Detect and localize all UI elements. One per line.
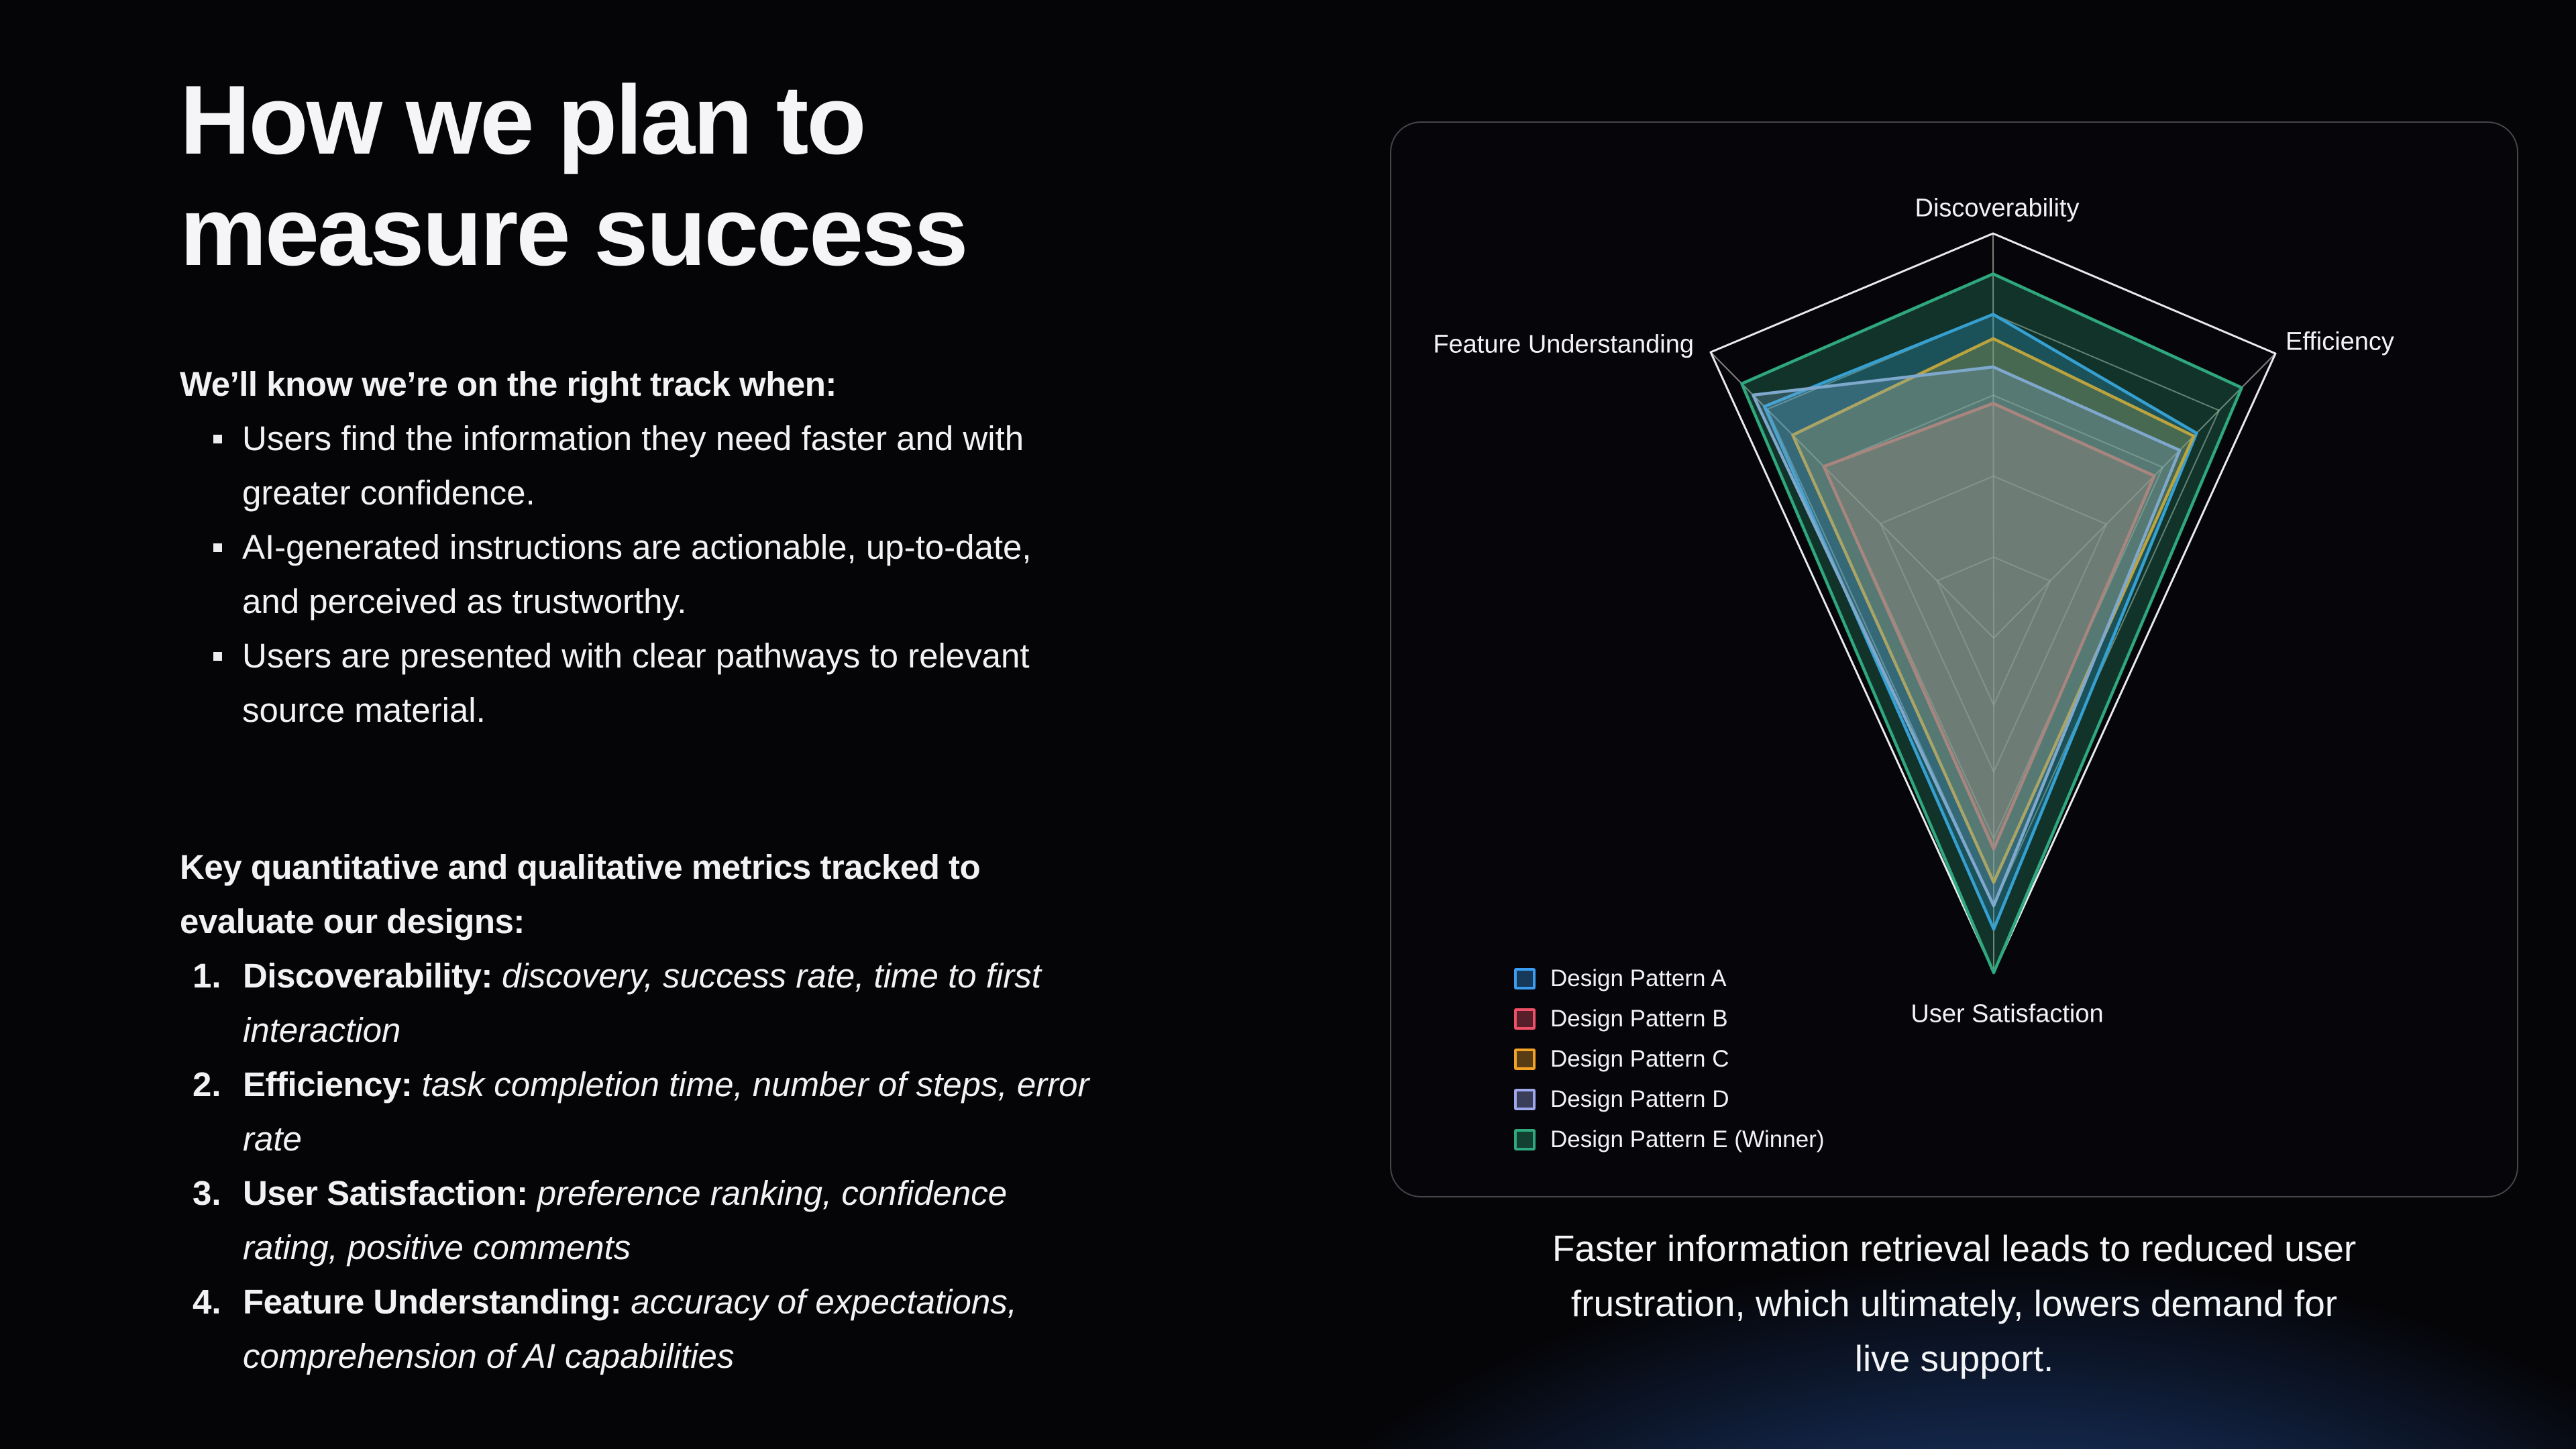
legend-item: Design Pattern B xyxy=(1514,999,1824,1039)
page-title: How we plan to measure success xyxy=(180,64,969,287)
legend-item: Design Pattern A xyxy=(1514,959,1824,999)
legend-label: Design Pattern B xyxy=(1550,1006,1728,1032)
bullet-text: Users are presented with clear pathways … xyxy=(242,637,1030,729)
radar-chart xyxy=(1709,232,2277,975)
item-number: 3. xyxy=(193,1174,221,1212)
legend-swatch-icon xyxy=(1514,1008,1536,1030)
legend-item: Design Pattern D xyxy=(1514,1079,1824,1120)
metric-name: User Satisfaction: xyxy=(243,1174,528,1212)
series-polygon-design-pattern-e-winner- xyxy=(1740,272,2243,975)
legend-swatch-icon xyxy=(1514,1129,1536,1150)
list-item: Users are presented with clear pathways … xyxy=(180,629,1119,737)
metrics-heading: Key quantitative and qualitative metrics… xyxy=(180,848,981,941)
metric-desc: accuracy of expectations, comprehension … xyxy=(243,1283,1017,1375)
legend-swatch-icon xyxy=(1514,1089,1536,1110)
axis-label-efficiency: Efficiency xyxy=(2286,327,2394,356)
bullet-square-icon xyxy=(213,435,222,443)
list-item: 2. Efficiency: task completion time, num… xyxy=(180,1057,1119,1166)
list-item: 1. Discoverability: discovery, success r… xyxy=(180,949,1119,1057)
item-text: Discoverability: discovery, success rate… xyxy=(243,949,1108,1057)
radar-chart-card: Discoverability Efficiency User Satisfac… xyxy=(1390,121,2518,1197)
axis-line xyxy=(1710,352,1994,639)
legend-swatch-icon xyxy=(1514,968,1536,989)
metric-name: Feature Understanding: xyxy=(243,1283,622,1321)
item-text: Feature Understanding: accuracy of expec… xyxy=(243,1275,1108,1383)
bullet-square-icon xyxy=(213,652,222,661)
legend-label: Design Pattern A xyxy=(1550,965,1727,991)
success-criteria-heading: We’ll know we’re on the right track when… xyxy=(180,365,837,403)
grid-ring xyxy=(1936,556,2051,707)
metric-desc: preference ranking, confidence rating, p… xyxy=(243,1174,1008,1267)
item-number: 2. xyxy=(193,1065,221,1104)
axis-label-user-satisfaction: User Satisfaction xyxy=(1911,1000,2104,1028)
bullet-square-icon xyxy=(213,543,222,552)
item-text: Efficiency: task completion time, number… xyxy=(243,1057,1108,1166)
list-item: AI-generated instructions are actionable… xyxy=(180,520,1119,629)
grid-ring xyxy=(1823,394,2164,841)
legend-swatch-icon xyxy=(1514,1049,1536,1070)
metric-desc: discovery, success rate, time to first i… xyxy=(243,957,1041,1049)
metric-name: Efficiency: xyxy=(243,1065,413,1104)
success-criteria-section: We’ll know we’re on the right track when… xyxy=(180,357,1119,737)
chart-legend: Design Pattern A Design Pattern B Design… xyxy=(1514,959,1824,1160)
grid-ring xyxy=(1879,475,2108,774)
legend-label: Design Pattern C xyxy=(1550,1046,1729,1072)
metric-name: Discoverability: xyxy=(243,957,492,995)
item-number: 1. xyxy=(193,957,221,995)
axis-line xyxy=(1993,353,2276,639)
page-title-line-1: How we plan to xyxy=(180,65,867,174)
legend-label: Design Pattern D xyxy=(1550,1086,1729,1112)
series-polygon-design-pattern-a xyxy=(1762,313,2198,931)
metrics-section: Key quantitative and qualitative metrics… xyxy=(180,840,1119,1383)
axis-label-feature-understanding: Feature Understanding xyxy=(1433,330,1694,359)
list-item: Users find the information they need fas… xyxy=(180,411,1119,520)
axis-label-discoverability: Discoverability xyxy=(1915,194,2080,223)
chart-caption: Faster information retrieval leads to re… xyxy=(1552,1228,2357,1379)
legend-item: Design Pattern E (Winner) xyxy=(1514,1120,1824,1160)
item-text: User Satisfaction: preference ranking, c… xyxy=(243,1166,1108,1275)
bullet-text: AI-generated instructions are actionable… xyxy=(242,528,1032,621)
metric-desc: task completion time, number of steps, e… xyxy=(243,1065,1089,1158)
list-item: 4. Feature Understanding: accuracy of ex… xyxy=(180,1275,1119,1383)
series-polygon-design-pattern-d xyxy=(1752,365,2182,908)
page-title-line-2: measure success xyxy=(180,176,969,286)
series-polygon-design-pattern-c xyxy=(1791,337,2196,884)
list-item: 3. User Satisfaction: preference ranking… xyxy=(180,1166,1119,1275)
bullet-text: Users find the information they need fas… xyxy=(242,419,1024,512)
series-polygon-design-pattern-b xyxy=(1822,402,2156,851)
legend-label: Design Pattern E (Winner) xyxy=(1550,1126,1825,1152)
item-number: 4. xyxy=(193,1283,221,1321)
legend-item: Design Pattern C xyxy=(1514,1039,1824,1079)
axis-line xyxy=(1992,233,1994,639)
